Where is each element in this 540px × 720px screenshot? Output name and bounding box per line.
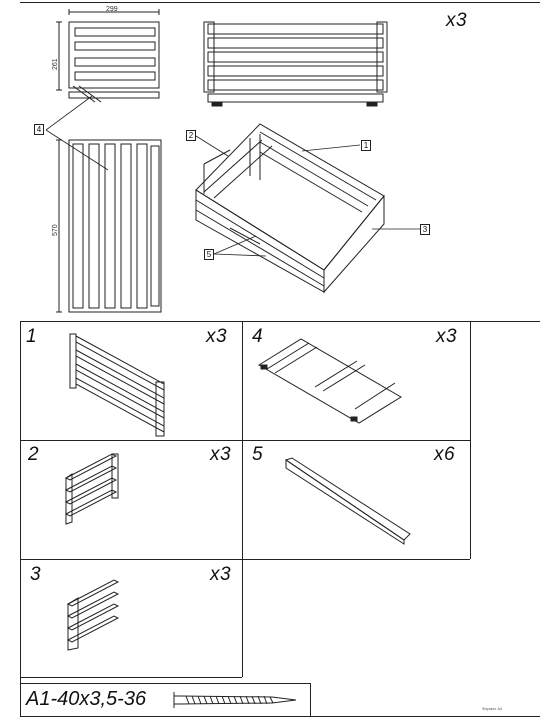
part-4-quantity: x3 [436, 326, 458, 347]
part-4-number: 4 [252, 326, 263, 347]
callout-leaders [0, 0, 540, 320]
part-2-end-panel-drawing [62, 452, 124, 527]
frame-divider-row1 [20, 440, 470, 441]
assembled-crate-drawing [190, 120, 400, 295]
callout-2: 2 [186, 130, 196, 141]
part-2-quantity: x3 [210, 444, 232, 465]
callout-1: 1 [361, 140, 371, 151]
frame-bottom-line [20, 716, 540, 717]
frame-divider-main [20, 321, 540, 322]
frame-fastener-top [20, 683, 310, 684]
part-1-side-panel-drawing [68, 332, 178, 437]
part-5-number: 5 [252, 444, 263, 465]
fastener-spec: A1-40x3,5-36 [26, 688, 147, 710]
part-2-number: 2 [28, 444, 39, 465]
part-1-quantity: x3 [206, 326, 228, 347]
part-1-number: 1 [26, 326, 37, 347]
part-5-rail-drawing [282, 456, 412, 546]
page-format-note: Формат А4 [482, 706, 503, 711]
part-3-end-panel-drawing [62, 574, 124, 654]
frame-divider-row3 [20, 677, 242, 678]
screw-icon [172, 690, 300, 710]
top-view-drawing [55, 136, 175, 316]
frame-fastener-right [310, 683, 311, 716]
callout-4: 4 [34, 124, 44, 135]
width-dimension: 299 [106, 6, 118, 13]
frame-divider-row2 [20, 559, 470, 560]
front-view-drawing [55, 8, 175, 108]
total-quantity: x3 [446, 10, 468, 31]
part-3-quantity: x3 [210, 564, 232, 585]
part-4-bottom-panel-drawing [255, 335, 405, 425]
callout-3: 3 [420, 224, 430, 235]
frame-mid-line [242, 321, 243, 677]
callout-5: 5 [204, 249, 214, 260]
frame-left-line [20, 321, 21, 716]
part-3-number: 3 [30, 564, 41, 585]
side-view-drawing [202, 22, 387, 108]
frame-right-line [470, 321, 471, 559]
frame-top-line [20, 2, 540, 3]
part-5-quantity: x6 [434, 444, 456, 465]
